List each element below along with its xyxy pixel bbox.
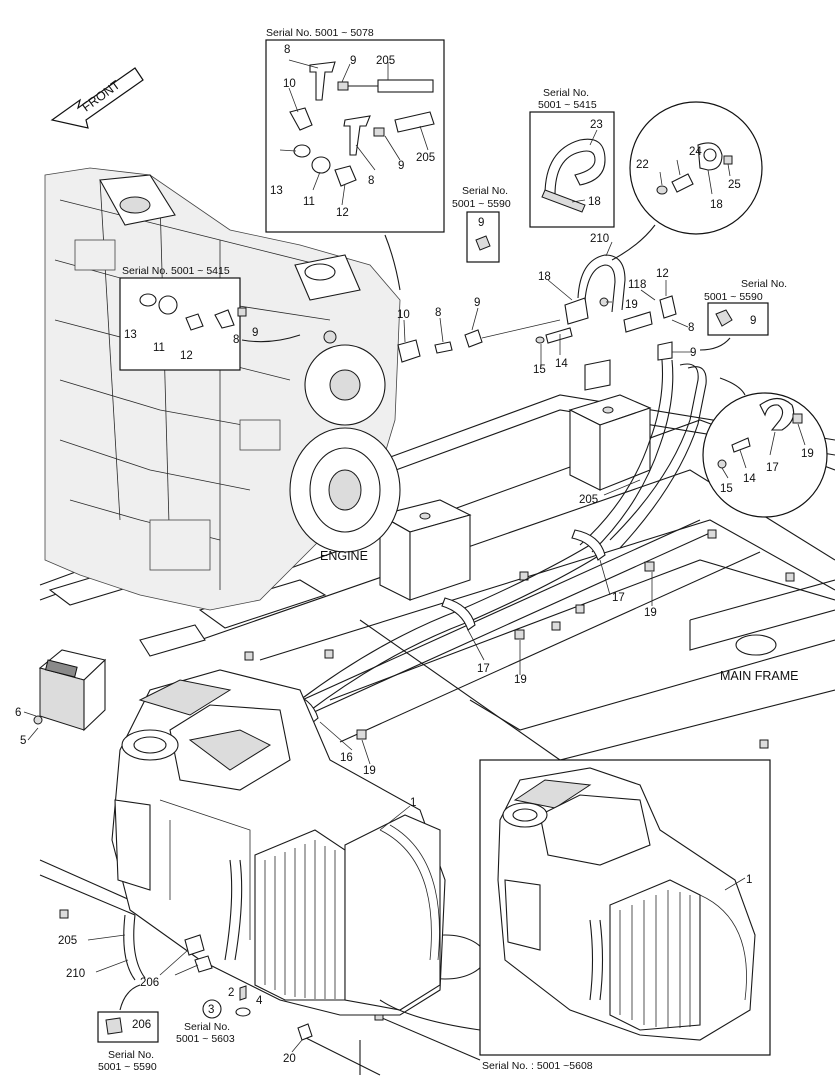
inset-serial-5608: Serial No. : 5001 ~5608 1 xyxy=(479,759,771,1072)
serial-label: Serial No. 5001 ~ 5078 xyxy=(266,27,374,39)
callout-19: 19 xyxy=(644,607,657,619)
callout-13: 13 xyxy=(270,185,283,197)
callout-17: 17 xyxy=(766,462,779,474)
inset-serial-5590-a: Serial No. 5001 ~ 5590 9 xyxy=(452,185,511,263)
callout-12: 12 xyxy=(656,268,669,280)
callout-206: 206 xyxy=(140,977,159,989)
callout-19: 19 xyxy=(625,299,638,311)
callout-205: 205 xyxy=(376,55,395,67)
callout-10: 10 xyxy=(283,78,296,90)
detail-circle-right: 17 14 15 19 xyxy=(702,377,828,518)
callout-118: 118 xyxy=(628,279,646,291)
callout-9: 9 xyxy=(398,160,404,172)
callout-8: 8 xyxy=(284,44,290,56)
serial-label: Serial No. xyxy=(741,278,787,290)
callout-11: 11 xyxy=(303,196,315,208)
callout-19: 19 xyxy=(801,448,814,460)
callout-18: 18 xyxy=(710,199,723,211)
callout-19: 19 xyxy=(363,765,376,777)
callout-2: 2 xyxy=(228,987,234,999)
callout-14: 14 xyxy=(743,473,756,485)
front-arrow: FRONT xyxy=(50,67,144,129)
callout-205: 205 xyxy=(416,152,435,164)
hvac-unit-main: 1 xyxy=(111,669,446,1016)
callout-5: 5 xyxy=(20,735,26,747)
lower-hoses: 205 210 206 xyxy=(58,914,213,1011)
callout-9: 9 xyxy=(478,217,484,229)
serial-label: 5001 ~ 5590 xyxy=(452,198,511,210)
callout-19: 19 xyxy=(514,674,527,686)
detail-circle-top: 24 22 25 18 xyxy=(611,101,763,261)
callout-9: 9 xyxy=(350,55,356,67)
callout-22: 22 xyxy=(636,159,649,171)
controller-unit: 6 5 xyxy=(15,649,107,747)
serial-label: 5001 ~ 5590 xyxy=(704,291,763,303)
serial-label: Serial No. xyxy=(462,185,508,197)
callout-12: 12 xyxy=(180,350,193,362)
serial-label: Serial No. : 5001 ~5608 xyxy=(482,1060,593,1072)
callout-23: 23 xyxy=(590,119,603,131)
callout-18: 18 xyxy=(588,196,601,208)
callout-15: 15 xyxy=(720,483,733,495)
callout-13: 13 xyxy=(124,329,137,341)
serial-label: Serial No. xyxy=(184,1021,230,1033)
callout-1: 1 xyxy=(746,874,752,886)
serial-label: 5001 ~ 5603 xyxy=(176,1033,235,1045)
callout-210: 210 xyxy=(590,233,609,245)
inset-serial-5078: Serial No. 5001 ~ 5078 8 9 205 10 13 11 … xyxy=(265,27,445,291)
callout-8: 8 xyxy=(435,307,441,319)
callout-10: 10 xyxy=(397,309,410,321)
callout-9: 9 xyxy=(252,327,258,339)
callout-18: 18 xyxy=(538,271,551,283)
callout-15: 15 xyxy=(533,364,546,376)
callout-210: 210 xyxy=(66,968,85,980)
callout-205: 205 xyxy=(58,935,77,947)
serial-label: 5001 ~ 5415 xyxy=(538,99,597,111)
serial-label: Serial No. 5001 ~ 5415 xyxy=(122,265,230,277)
callout-206: 206 xyxy=(132,1019,151,1031)
callout-8: 8 xyxy=(368,175,374,187)
callout-17: 17 xyxy=(477,663,490,675)
main-frame-label: MAIN FRAME xyxy=(720,669,798,683)
callout-11: 11 xyxy=(153,342,165,354)
callout-1: 1 xyxy=(410,797,416,809)
fastener-parts: 3 2 4 Serial No. 5001 ~ 5603 20 xyxy=(176,985,481,1065)
inset-serial-5415-left: Serial No. 5001 ~ 5415 13 11 12 8 9 xyxy=(119,265,301,371)
callout-9: 9 xyxy=(750,315,756,327)
callout-14: 14 xyxy=(555,358,568,370)
inset-serial-5415-right: Serial No. 5001 ~ 5415 23 18 xyxy=(529,87,615,228)
callout-8: 8 xyxy=(233,334,239,346)
inset-serial-5590-c: 206 Serial No. 5001 ~ 5590 xyxy=(97,1011,159,1073)
callout-205: 205 xyxy=(579,494,598,506)
callout-9: 9 xyxy=(690,347,696,359)
callout-16: 16 xyxy=(340,752,353,764)
callout-17: 17 xyxy=(612,592,625,604)
callout-12: 12 xyxy=(336,207,349,219)
callout-20: 20 xyxy=(283,1053,296,1065)
engine-drawing xyxy=(44,167,401,611)
callout-24: 24 xyxy=(689,146,702,158)
inset-serial-5590-b: Serial No. 5001 ~ 5590 9 xyxy=(699,278,787,351)
callout-3: 3 xyxy=(208,1004,214,1016)
callout-9: 9 xyxy=(474,297,480,309)
serial-label: Serial No. xyxy=(108,1049,154,1061)
serial-label: 5001 ~ 5590 xyxy=(98,1061,157,1073)
callout-8: 8 xyxy=(688,322,694,334)
serial-label: Serial No. xyxy=(543,87,589,99)
callout-6: 6 xyxy=(15,707,21,719)
hose-assembly: 10 8 9 18 19 210 118 12 8 9 14 15 205 17… xyxy=(284,233,707,777)
engine-label: ENGINE xyxy=(320,549,368,563)
callout-25: 25 xyxy=(728,179,741,191)
callout-4: 4 xyxy=(256,995,263,1007)
